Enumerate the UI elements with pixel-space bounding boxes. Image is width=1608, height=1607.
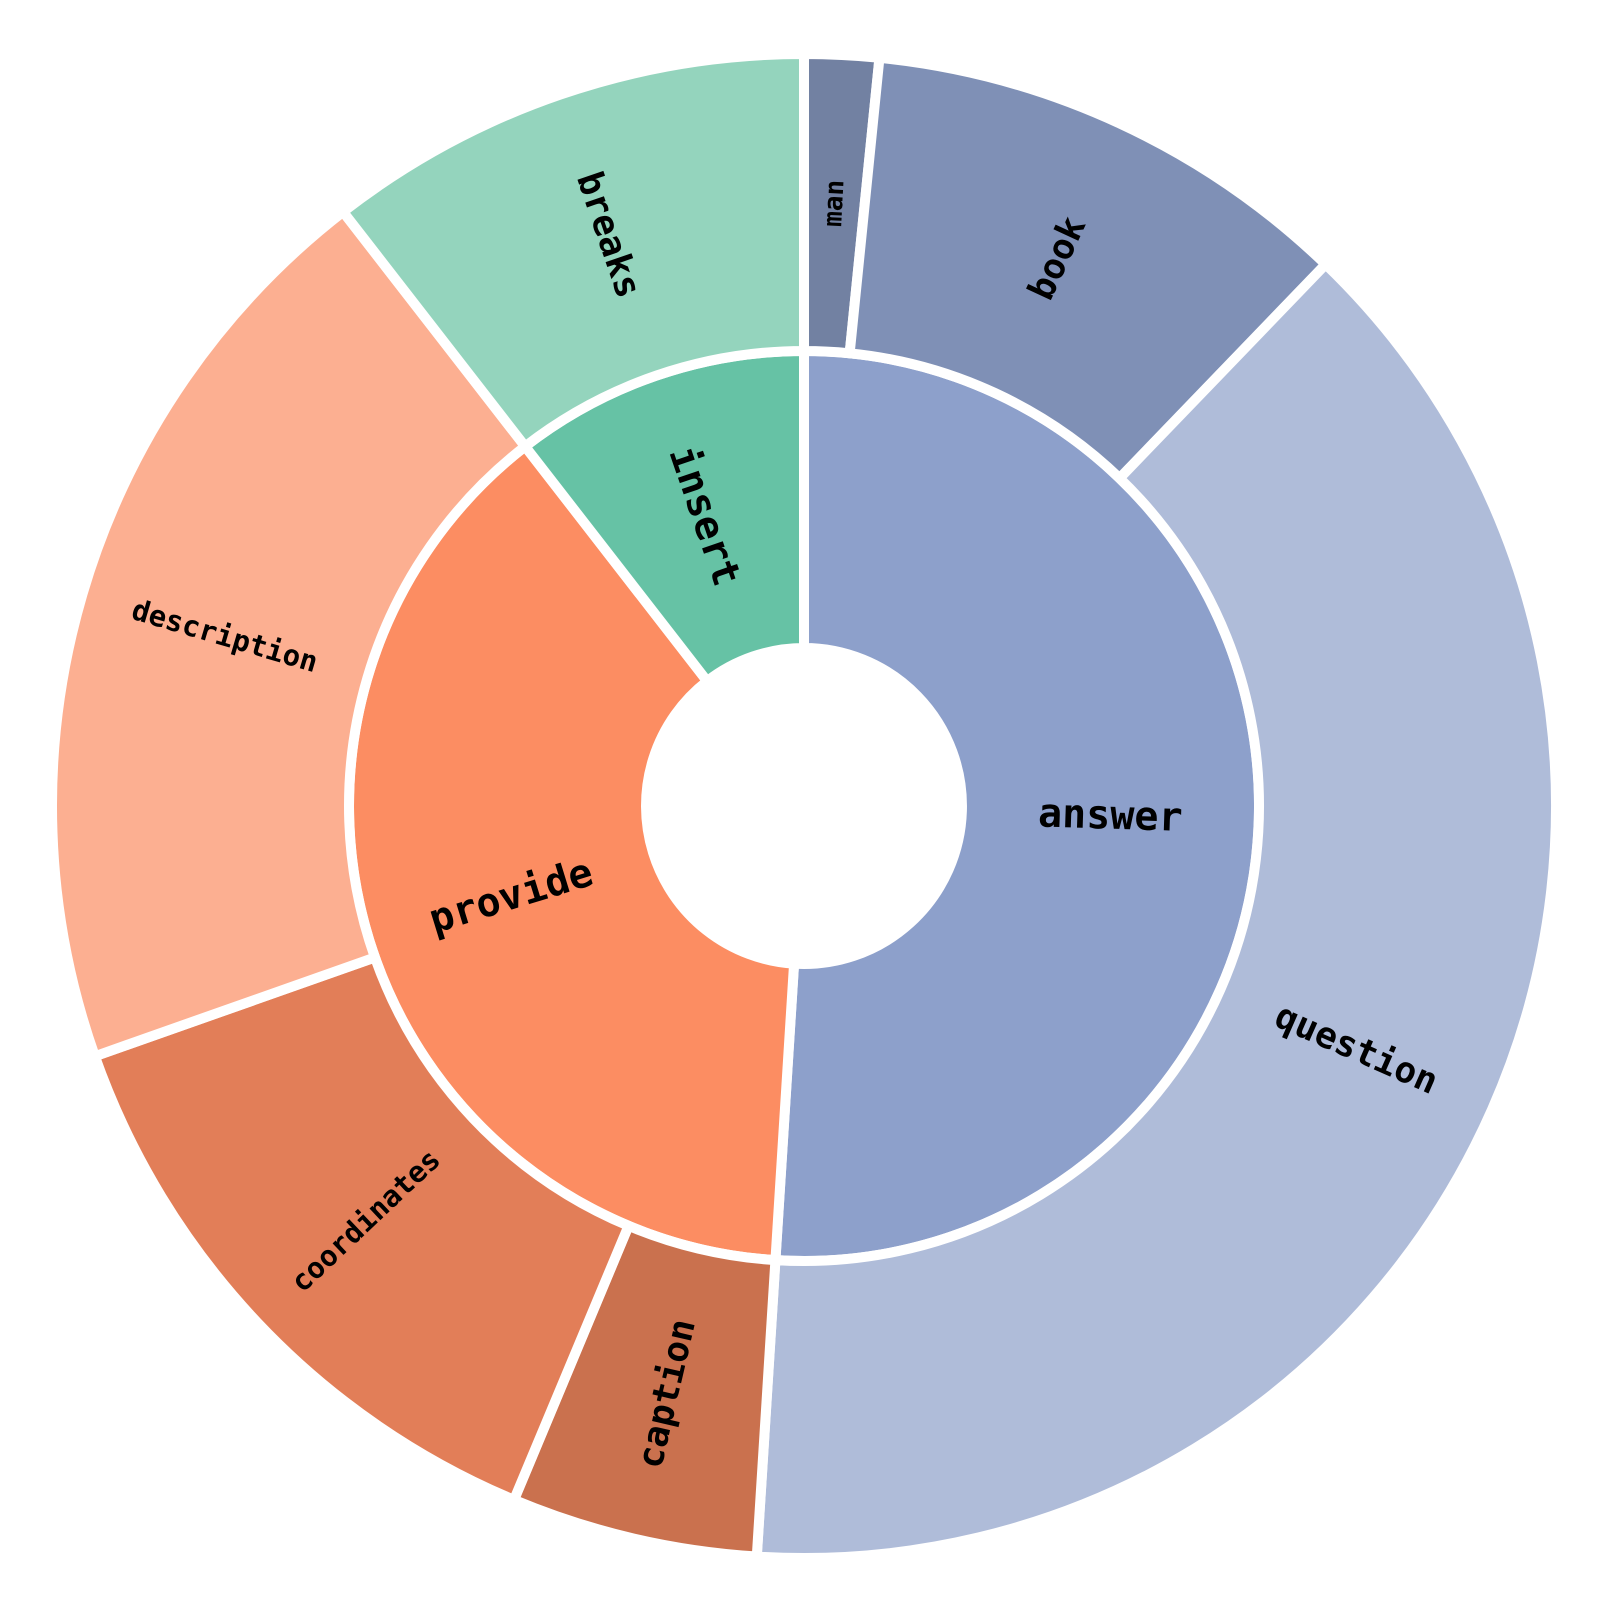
outer-label-man: man <box>818 179 850 227</box>
wedge-layer <box>47 48 1561 1564</box>
outer-wedge-description <box>47 204 533 1063</box>
outer-wedge-breaks <box>336 48 809 454</box>
outer-wedge-coordinates <box>88 951 636 1507</box>
inner-label-answer: answer <box>1037 790 1183 841</box>
outer-wedge-question <box>751 257 1561 1564</box>
